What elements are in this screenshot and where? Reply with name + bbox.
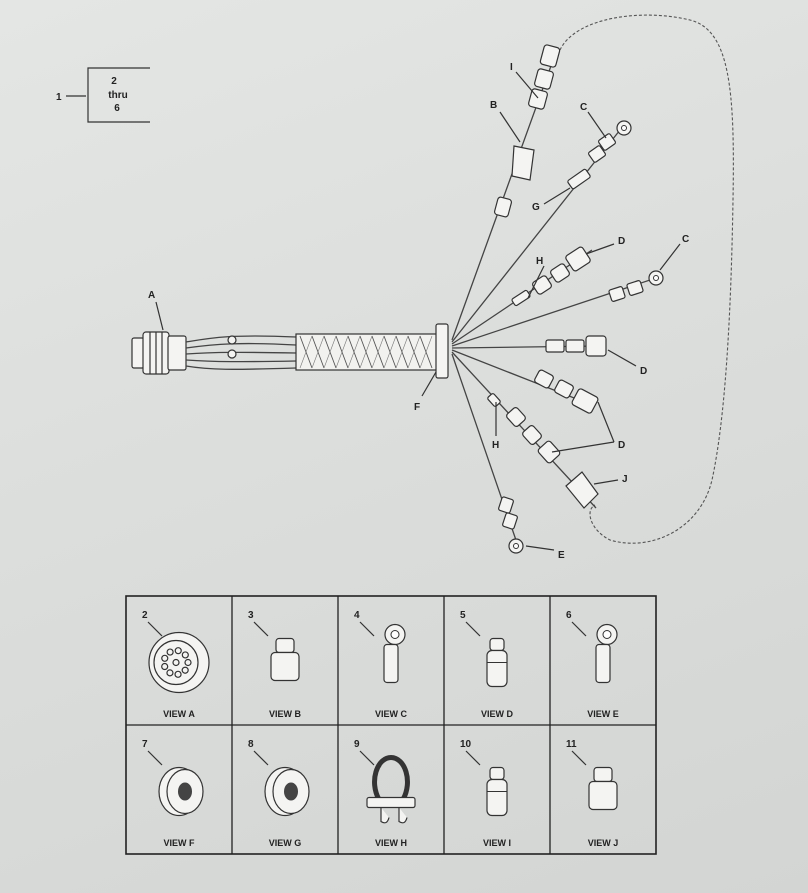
branch-d-lower (534, 369, 599, 414)
dashed-loop (559, 14, 734, 544)
callout-c-right: C (682, 234, 689, 245)
view-caption: VIEW B (269, 709, 302, 719)
grommet-icon (264, 766, 310, 817)
branch-e (498, 496, 524, 554)
callout-b: B (490, 100, 497, 111)
connector-wire-fan (185, 335, 297, 370)
callout-h-lower: H (492, 440, 499, 451)
item-number: 1 (56, 92, 62, 103)
view-caption: VIEW A (163, 709, 195, 719)
view-number: 2 (142, 610, 148, 621)
callout-labels: A B I C G D H C D D H J E F (148, 62, 689, 561)
connector-a (131, 331, 187, 375)
index-line2: thru (108, 90, 127, 101)
view-caption: VIEW H (375, 838, 407, 848)
sleeve-icon (270, 637, 300, 682)
leader-lines (155, 71, 681, 551)
branch-d-middle (545, 335, 607, 357)
ring-terminal-icon (595, 623, 618, 684)
branch-c-top (567, 120, 632, 190)
view-number: 9 (354, 739, 360, 750)
branch-d-upper (511, 246, 591, 307)
splice-icon (486, 766, 508, 817)
view-caption: VIEW C (375, 709, 408, 719)
view-caption: VIEW J (588, 838, 619, 848)
branch-b (493, 44, 561, 218)
view-caption: VIEW G (269, 838, 302, 848)
callout-c-top: C (580, 102, 587, 113)
braided-sleeve (295, 333, 439, 371)
callout-f: F (414, 402, 420, 413)
view-number: 4 (354, 610, 360, 621)
view-number: 7 (142, 739, 148, 750)
ring-terminal-icon (383, 623, 406, 684)
view-caption: VIEW D (481, 709, 514, 719)
index-bracket: 1 2 thru 6 (56, 67, 150, 123)
view-caption: VIEW F (164, 838, 196, 848)
callout-d-middle: D (640, 366, 647, 377)
clamp-f (435, 323, 449, 379)
callout-i: I (510, 62, 513, 73)
callout-h-upper: H (536, 256, 543, 267)
connector-icon (148, 631, 210, 694)
splice-icon (486, 637, 508, 688)
view-caption: VIEW I (483, 838, 511, 848)
callout-a: A (148, 290, 155, 301)
view-number: 3 (248, 610, 254, 621)
callout-g: G (532, 202, 540, 213)
callout-d-upper: D (618, 236, 625, 247)
callout-e: E (558, 550, 565, 561)
view-number: 5 (460, 610, 466, 621)
callout-j: J (622, 474, 628, 485)
view-number: 8 (248, 739, 254, 750)
branch-j (487, 393, 599, 509)
branch-c-right (608, 270, 664, 302)
view-number: 11 (566, 739, 577, 750)
view-caption: VIEW E (587, 709, 619, 719)
callout-d-lower: D (618, 440, 625, 451)
index-line3: 6 (114, 103, 120, 114)
sleeve-icon (588, 766, 618, 811)
clamp-icon (366, 754, 416, 824)
index-line1: 2 (111, 76, 117, 87)
grommet-icon (158, 766, 204, 817)
view-number: 6 (566, 610, 572, 621)
view-number: 10 (460, 739, 472, 750)
